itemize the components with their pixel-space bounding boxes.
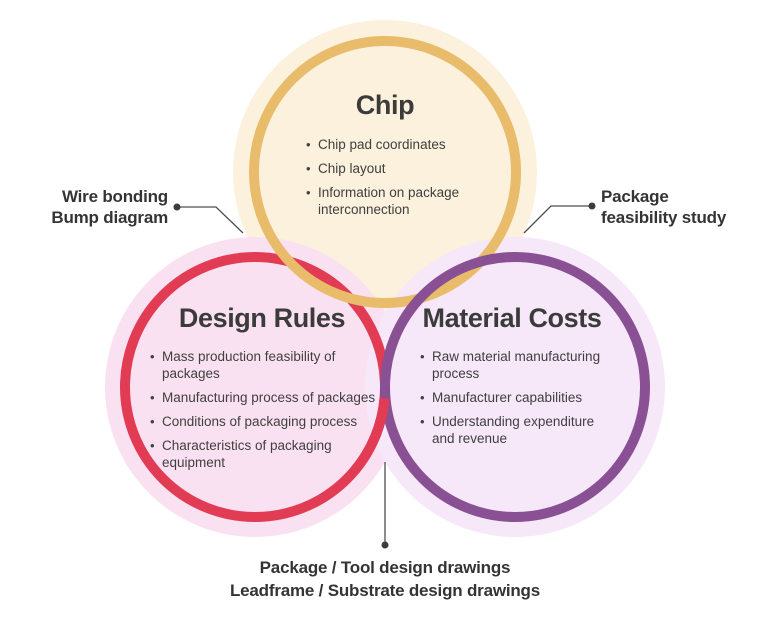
material-costs-ring	[380, 252, 650, 522]
left-callout-line: Bump diagram	[51, 208, 168, 227]
bottom-callout-dot	[381, 541, 389, 549]
chip-bullet-item: Information on package interconnection	[306, 184, 498, 218]
left-callout-label: Wire bonding Bump diagram	[20, 186, 168, 228]
left-callout-connector-line	[177, 206, 244, 234]
material-costs-bullet-item: Raw material manufacturing process	[420, 348, 620, 382]
bottom-callout-line: Package / Tool design drawings	[259, 558, 511, 577]
material-costs-title: Material Costs	[422, 303, 602, 333]
design-rules-bullet-item: Mass production feasibility of packages	[150, 348, 384, 382]
material-costs-bullet-item: Understanding expenditure and revenue	[420, 413, 620, 447]
left-callout-dot	[173, 203, 181, 211]
right-callout-line: feasibility study	[601, 208, 727, 227]
chip-title: Chip	[355, 90, 415, 120]
right-callout-line: Package	[601, 187, 669, 206]
design-rules-bullet-item: Conditions of packaging process	[150, 413, 384, 430]
design-rules-bullet-item: Manufacturing process of packages	[150, 389, 384, 406]
design-rules-bullet-list: Mass production feasibility of packages …	[150, 348, 384, 478]
material-costs-bullet-list: Raw material manufacturing process Manuf…	[420, 348, 620, 454]
chip-bullet-item: Chip pad coordinates	[306, 136, 498, 153]
bottom-callout-line: Leadframe / Substrate design drawings	[229, 581, 540, 600]
material-costs-bullet-item: Manufacturer capabilities	[420, 389, 620, 406]
bottom-callout-label: Package / Tool design drawings Leadframe…	[185, 556, 585, 602]
chip-bullet-list: Chip pad coordinates Chip layout Informa…	[306, 136, 498, 225]
right-callout-connector-line	[523, 205, 592, 234]
chip-ring	[249, 36, 521, 308]
design-rules-title: Design Rules	[178, 303, 346, 333]
chip-bullet-item: Chip layout	[306, 160, 498, 177]
left-callout-line: Wire bonding	[61, 187, 168, 206]
material-costs-circle-fill	[365, 237, 665, 537]
right-callout-dot	[588, 202, 596, 210]
design-rules-bullet-item: Characteristics of packaging equipment	[150, 437, 384, 471]
right-callout-label: Package feasibility study	[601, 186, 761, 228]
